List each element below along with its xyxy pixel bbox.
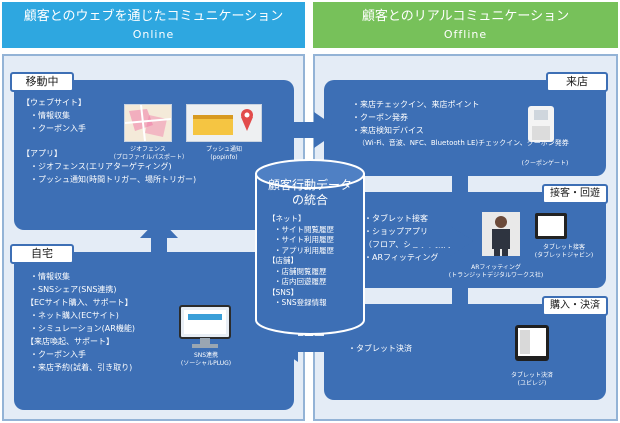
center-title-line: の統合 [291, 193, 328, 207]
home-line: 【ECサイト購入、サポート】 [26, 298, 133, 307]
coupon-gate-icon [528, 106, 554, 142]
purchase-panel [324, 304, 606, 400]
online-header: 顧客とのウェブを通じたコミュニケーション Online [2, 2, 305, 48]
service-line: ・ARフィッティング [364, 253, 439, 262]
center-title-line: 顧客行動データ [267, 178, 352, 192]
service-line: ・ショップアプリ [364, 227, 428, 236]
map-icon [124, 104, 172, 142]
caption-line: SNS連携 [193, 352, 219, 359]
online-header-title: 顧客とのウェブを通じたコミュニケーション [23, 9, 284, 24]
tablet-service-caption: タブレット接客 (タブレットジャビン) [524, 244, 604, 260]
offline-header-subtitle: Offline [443, 28, 488, 41]
push-pin-icon [187, 105, 261, 141]
home-line: ・SNSシェア(SNS連携) [30, 285, 117, 294]
visit-line: ・来店チェックイン、来店ポイント [352, 100, 480, 109]
caption-line: タブレット接客 [542, 244, 585, 251]
online-header-subtitle: Online [132, 28, 175, 41]
push-caption: プッシュ通知 (popinfo) [186, 146, 262, 162]
service-tag: 接客・回遊 [542, 184, 608, 204]
center-title: 顧客行動データ の統合 [254, 178, 366, 208]
visit-panel [324, 80, 606, 176]
home-list: ・情報収集 ・SNSシェア(SNS連携) 【ECサイト購入、サポート】 ・ネット… [22, 270, 135, 374]
up-arrow-icon [140, 218, 178, 260]
geofence-map-image [124, 104, 172, 142]
left-arrow-icon [272, 326, 328, 362]
center-line: ・アプリ利用履歴 [274, 245, 334, 255]
purchase-line: ・タブレット決済 [348, 344, 412, 353]
home-panel [14, 252, 294, 410]
purchase-list: ・タブレット決済 [348, 342, 412, 355]
ar-fitting-caption: ARフィッティング (トランジットデジタルワークス社) [438, 264, 554, 280]
data-cylinder [255, 159, 365, 335]
monitor-icon [179, 305, 231, 348]
visit-line: ・来店検知デバイス [352, 126, 424, 135]
moving-line: ・クーポン入手 [30, 124, 86, 133]
home-line: 【来店喚起、サポート】 [26, 337, 114, 346]
right-arrow-icon [410, 226, 474, 256]
caption-line: （プロファイルパスポート） [110, 154, 189, 161]
offline-header: 顧客とのリアルコミュニケーション Offline [313, 2, 618, 48]
center-line: 【SNS】 [268, 287, 299, 297]
center-line: 【店舗】 [268, 256, 298, 265]
visit-tag: 来店 [546, 72, 608, 92]
ar-fitting-image [482, 212, 520, 256]
center-list: 【ネット】 ・サイト閲覧履歴 ・サイト利用履歴 ・アプリ利用履歴 【店舗】 ・店… [268, 214, 334, 309]
caption-line: ARフィッティング [471, 264, 521, 271]
moving-line: ・ジオフェンス(エリアターゲティング) [30, 162, 172, 171]
caption-line: プッシュ通知 [205, 146, 242, 153]
home-tag: 自宅 [10, 244, 74, 264]
caption-line: (ソーシャルPLUG) [180, 360, 232, 367]
service-line: ・タブレット接客 [364, 214, 428, 223]
home-line: ・情報収集 [30, 272, 70, 281]
tablet-payment-caption: タブレット決済 (ユビレジ) [502, 372, 562, 388]
sns-caption: SNS連携 (ソーシャルPLUG) [168, 352, 244, 368]
caption-line: タブレット決済 [510, 372, 553, 379]
offline-header-title: 顧客とのリアルコミュニケーション [361, 9, 570, 24]
purchase-tag: 購入・決済 [542, 296, 608, 316]
center-line: ・サイト利用履歴 [274, 235, 334, 244]
tablet-payment-icon [515, 325, 549, 361]
moving-line: ・情報収集 [30, 111, 70, 120]
home-line: ・ネット購入(ECサイト) [30, 311, 119, 320]
caption-line: ジオフェンス [130, 146, 166, 153]
tablet-icon [535, 213, 567, 239]
moving-list: 【ウェブサイト】 ・情報収集 ・クーポン入手 【アプリ】 ・ジオフェンス(エリア… [22, 96, 196, 186]
push-notify-image [186, 104, 262, 142]
center-line: ・サイト閲覧履歴 [274, 224, 334, 234]
center-line: 【ネット】 [268, 214, 306, 223]
moving-line: ・プッシュ通知(時間トリガー、場所トリガー) [30, 175, 197, 184]
caption-line: (タブレットジャビン) [534, 252, 594, 259]
home-line: ・クーポン入手 [30, 350, 86, 359]
caption-line: (popinfo) [210, 154, 238, 161]
home-line: ・来店予約(試着、引き取り) [30, 363, 133, 372]
moving-tag: 移動中 [10, 72, 74, 92]
home-line: ・シミュレーション(AR機能) [30, 324, 135, 333]
visit-line: （Wi-Fi、音波、NFC、Bluetooth LE)チェックイン、クーポン発券 [358, 139, 569, 147]
visit-list: ・来店チェックイン、来店ポイント ・クーポン発券 ・来店検知デバイス （Wi-F… [352, 98, 569, 150]
visit-line: ・クーポン発券 [352, 113, 408, 122]
geofence-caption: ジオフェンス （プロファイルパスポート） [110, 146, 189, 162]
center-line: ・店内回遊履歴 [274, 277, 327, 286]
moving-line: 【アプリ】 [22, 149, 62, 158]
coupon-gate-caption: (クーポンゲート) [521, 160, 569, 167]
caption-line: (トランジットデジタルワークス社) [448, 272, 544, 279]
center-line: ・SNS登録情報 [274, 298, 327, 307]
right-arrow-icon [284, 112, 340, 148]
center-line: ・店舗閲覧履歴 [274, 266, 327, 276]
moving-line: 【ウェブサイト】 [22, 98, 86, 107]
caption-line: (ユビレジ) [517, 380, 547, 387]
